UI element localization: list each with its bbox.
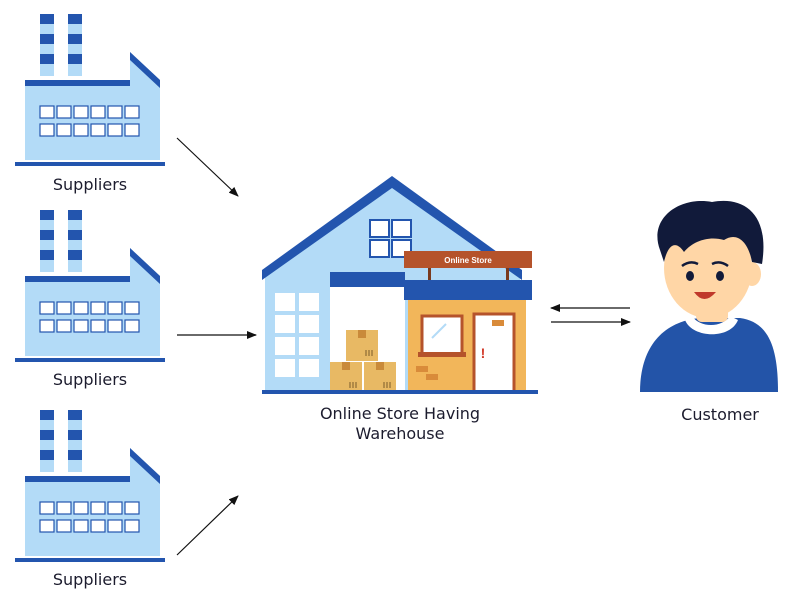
- arrow-icon: [176, 495, 239, 556]
- supplier-label: Suppliers: [52, 175, 128, 194]
- factory-icon: [14, 209, 166, 363]
- customer-icon: [640, 200, 778, 392]
- customer-label: Customer: [681, 405, 759, 424]
- factory-icon: [14, 409, 166, 563]
- store-label: Online Store Having Warehouse: [300, 404, 500, 444]
- store-label-line2: Warehouse: [355, 424, 445, 443]
- arrow-icon: [176, 137, 239, 197]
- door-mark: !: [481, 345, 486, 361]
- store-icon: [404, 251, 532, 394]
- supplier-label: Suppliers: [52, 570, 128, 589]
- store-label-line1: Online Store Having: [319, 404, 481, 423]
- supplier-label: Suppliers: [52, 370, 128, 389]
- store-sign-text: Online Store: [444, 256, 492, 265]
- factory-icon: [14, 13, 166, 167]
- store-sign: [404, 251, 532, 268]
